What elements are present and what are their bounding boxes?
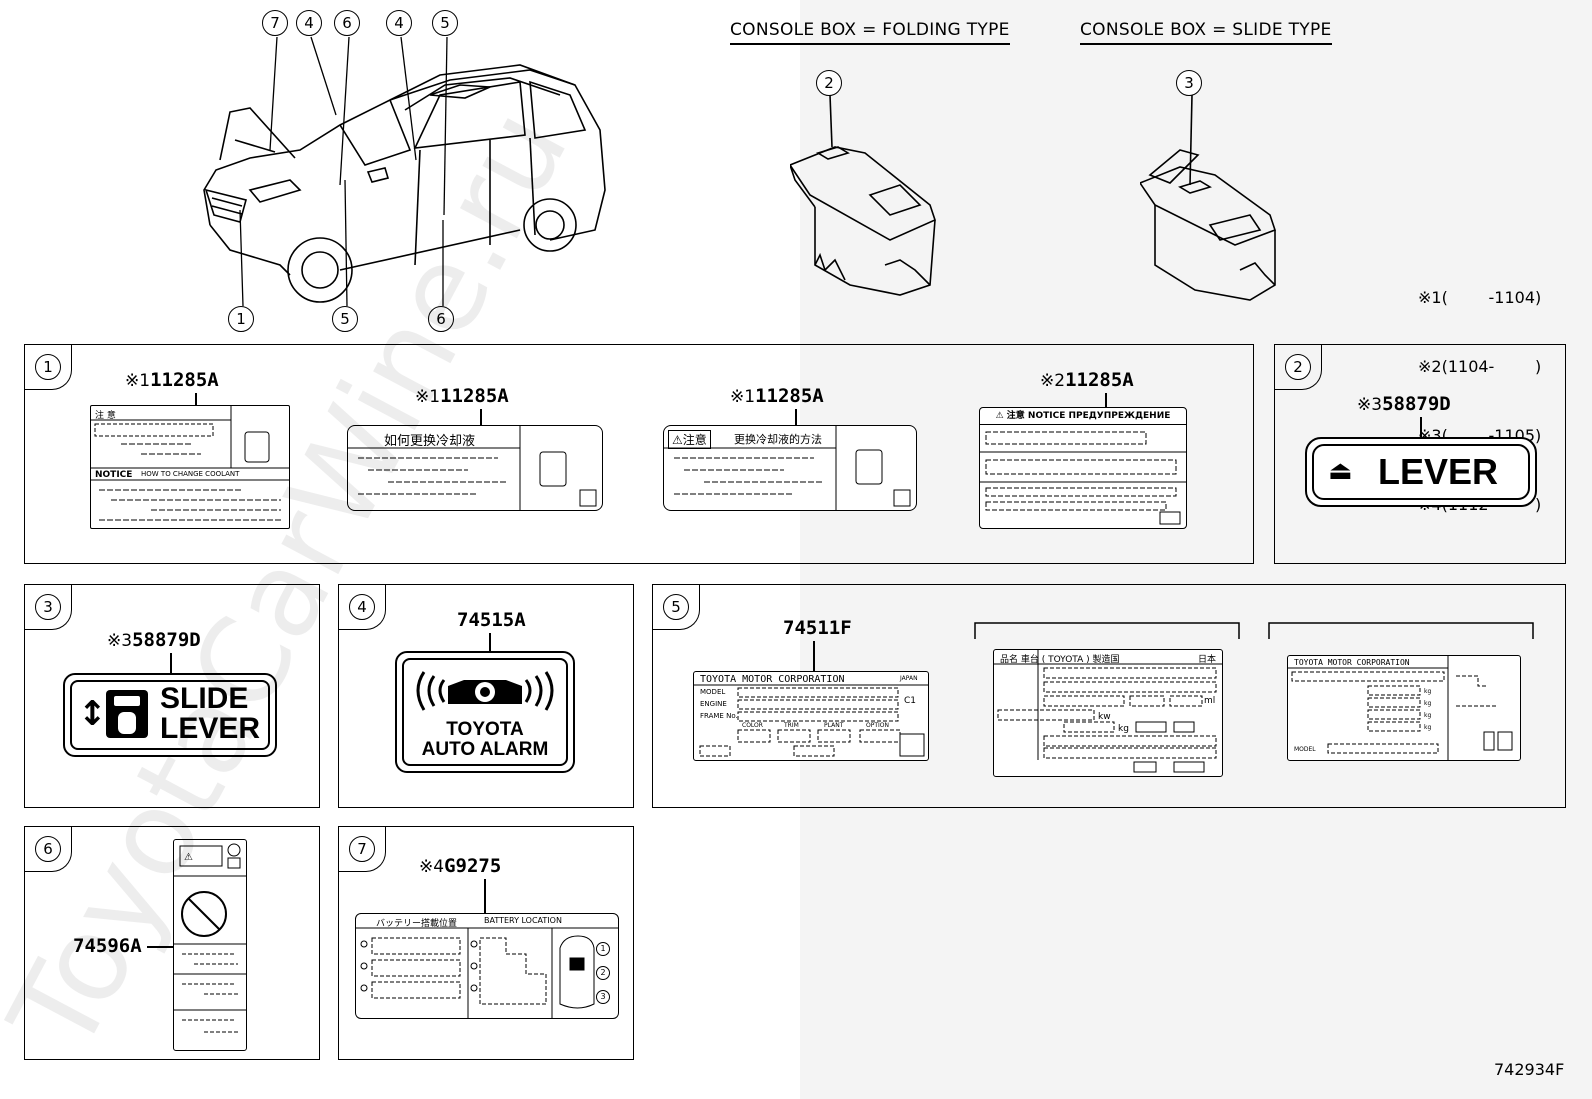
leader-1d: [1105, 393, 1107, 407]
section-3: 3 ※358879D ↕ SLIDE LEVER: [24, 584, 320, 808]
svg-text:⚠: ⚠: [184, 852, 193, 863]
vehicle-callout-leaders: [239, 36, 448, 307]
car-alarm-icon: [416, 671, 554, 711]
coolant-label-d: ⚠ 注意 NOTICE ПРЕДУПРЕЖДЕНИЕ: [979, 407, 1187, 529]
leader-5: [813, 641, 815, 671]
plate-2-bracket: [974, 622, 1240, 639]
auto-alarm-label: TOYOTA AUTO ALARM: [395, 651, 575, 773]
section-7-index: 7: [339, 827, 386, 872]
part-number-7: ※4G9275: [419, 855, 502, 877]
header-slide-type: CONSOLE BOX = SLIDE TYPE: [1080, 20, 1332, 45]
legend-row-1: ※1( -1104): [1418, 288, 1542, 307]
vehicle-callout-1: 1: [228, 306, 254, 332]
section-6-index: 6: [25, 827, 72, 872]
vehicle-callout-7: 7: [262, 10, 288, 36]
coolant-label-d-lines: [980, 431, 1186, 525]
coolant-label-c: ⚠注意 更换冷却液的方法: [663, 425, 917, 511]
battery-callout-1: 1: [596, 942, 610, 956]
leader-7: [484, 879, 486, 913]
battery-location-label: バッテリー搭載位置 BATTERY LOCATION 1 2 3: [355, 913, 619, 1019]
section-5: 5 74511F TOYOTA MOTOR CORPORATION JAPAN …: [652, 584, 1566, 808]
part-number-5: 74511F: [783, 617, 852, 639]
part-number-1d: ※211285A: [1040, 369, 1134, 391]
legend-row-2: ※2(1104- ): [1418, 357, 1542, 376]
coolant-label-a: 注 意 NOTICE HOW TO CHANGE COOLANT: [90, 405, 290, 529]
vehicle-callout-6a: 6: [334, 10, 360, 36]
up-down-arrow-icon: ↕: [78, 694, 107, 734]
section-5-index: 5: [653, 585, 700, 630]
part-number-1a: ※111285A: [125, 369, 219, 391]
leader-6: [147, 946, 173, 948]
part-number-6: 74596A: [73, 935, 142, 957]
leader-2: [1420, 417, 1422, 437]
console-folding-illustration: [790, 95, 936, 296]
slide-lever-label: ↕ SLIDE LEVER: [63, 673, 277, 757]
vehicle-plate-1-lines: [694, 684, 928, 757]
console-callout-3: 3: [1176, 70, 1202, 96]
part-number-1c: ※111285A: [730, 385, 824, 407]
section-4-index: 4: [339, 585, 386, 630]
part-number-1b: ※111285A: [415, 385, 509, 407]
warning-triangle-icon: ⚠: [672, 433, 683, 447]
part-number-3: ※358879D: [107, 629, 201, 651]
airbag-warning-label-lines: ⚠: [174, 843, 246, 1033]
header-folding-type: CONSOLE BOX = FOLDING TYPE: [730, 20, 1010, 45]
battery-callout-2: 2: [596, 966, 610, 980]
section-7: 7 ※4G9275 バッテリー搭載位置 BATTERY LOCATION 1 2…: [338, 826, 634, 1060]
leader-4: [489, 633, 491, 651]
drawing-number: 742934F: [1494, 1060, 1565, 1079]
warning-triangle-icon: ⚠: [995, 411, 1007, 421]
section-1: 1 ※111285A 注 意 NOTICE HOW TO CHANGE COOL…: [24, 344, 1254, 564]
eject-triangle-icon: ⏏: [1328, 456, 1353, 486]
vehicle-plate-3-lines: [1288, 656, 1513, 760]
battery-location-label-lines: [356, 927, 618, 1018]
console-slide-illustration: [1140, 95, 1277, 301]
coolant-label-c-lines: [664, 426, 911, 510]
vehicle-plate-2: 品名 車台 ( TOYOTA ) 製造国 日本 ml kw kg: [993, 649, 1223, 777]
section-2-index: 2: [1275, 345, 1322, 390]
vehicle-callout-5b: 5: [332, 306, 358, 332]
vehicle-plate-2-lines: [994, 650, 1222, 773]
part-number-2: ※358879D: [1357, 393, 1451, 415]
lever-label: ⏏ LEVER: [1305, 437, 1537, 507]
coolant-label-b: 如何更换冷却液: [347, 425, 603, 511]
leader-3: [170, 653, 172, 673]
vehicle-callout-5a: 5: [432, 10, 458, 36]
vehicle-callout-4a: 4: [296, 10, 322, 36]
section-2: 2 ※358879D ⏏ LEVER: [1274, 344, 1566, 564]
leader-1a: [195, 393, 197, 405]
section-3-index: 3: [25, 585, 72, 630]
vehicle-callout-6b: 6: [428, 306, 454, 332]
vehicle-illustration: [203, 64, 606, 303]
coolant-label-b-lines: [348, 426, 597, 510]
leader-1b: [480, 409, 482, 425]
hand-lever-icon: [106, 690, 148, 738]
shaded-background: [800, 0, 1592, 1099]
part-number-4: 74515A: [457, 609, 526, 631]
battery-callout-3: 3: [596, 990, 610, 1004]
plate-3-bracket: [1268, 622, 1534, 639]
leader-1c: [795, 409, 797, 425]
section-6: 6 74596A ⚠: [24, 826, 320, 1060]
coolant-label-a-lines: [91, 406, 289, 521]
console-callout-2: 2: [816, 70, 842, 96]
vehicle-plate-3: TOYOTA MOTOR CORPORATION kg kg kg kg MOD…: [1287, 655, 1521, 761]
vehicle-callout-4b: 4: [386, 10, 412, 36]
airbag-warning-label: ⚠: [173, 839, 247, 1051]
section-4: 4 74515A TOYOTA AUTO ALARM: [338, 584, 634, 808]
vehicle-plate-1: TOYOTA MOTOR CORPORATION JAPAN MODEL ENG…: [693, 671, 929, 761]
section-1-index: 1: [25, 345, 72, 390]
